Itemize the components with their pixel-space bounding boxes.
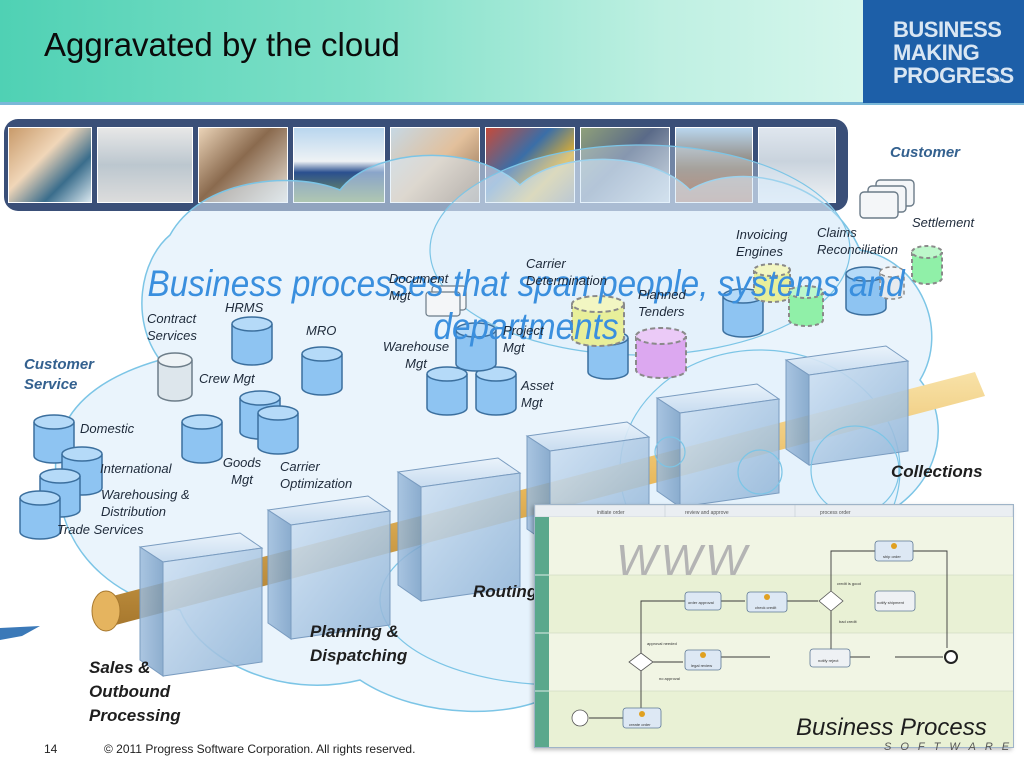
label-domestic: Domestic <box>80 421 135 436</box>
db-trade-services <box>19 490 61 540</box>
cube-6 <box>784 345 910 466</box>
bp-end-event <box>944 650 958 664</box>
label-asset-mgt: Asset Mgt <box>521 378 554 410</box>
header-divider <box>0 102 1024 105</box>
brand-logo: BUSINESS MAKING PROGRESS TM <box>863 0 1024 103</box>
bp-gateway-approval <box>628 652 654 672</box>
label-carrier-optimization: Carrier Optimization <box>280 459 353 491</box>
brand-trademark: TM <box>993 78 1002 84</box>
photo-software-screen <box>97 127 193 203</box>
photo-call-center-agent <box>8 127 92 203</box>
db-asset-mgt <box>475 366 517 416</box>
bp-node-create-order <box>622 707 662 729</box>
document-stack-icon <box>859 179 915 219</box>
db-planned-tenders <box>635 327 687 379</box>
db-settlement <box>911 245 943 285</box>
system-databases <box>19 245 943 540</box>
label-warehousing-distribution: Warehousing & Distribution <box>101 487 190 519</box>
bp-gateway-credit <box>818 590 844 612</box>
bp-start-event <box>571 709 589 727</box>
bp-node-ship-order <box>874 540 914 562</box>
label-invoicing-engines: Invoicing Engines <box>736 227 788 259</box>
slide-title: Aggravated by the cloud <box>44 26 400 63</box>
label-customer: Customer <box>890 144 961 161</box>
stage-collections: Collections <box>891 462 983 481</box>
software-wordmark: SOFTWARE <box>884 741 1019 753</box>
bp-label-credit-good: credit is good <box>837 581 861 586</box>
label-carrier-determination: Carrier Determination <box>526 256 607 288</box>
bp-label-notify-reject: notify reject <box>818 658 839 663</box>
db-crew-mgt-2 <box>257 405 299 455</box>
bp-label-bad-credit: bad credit <box>839 619 857 624</box>
document-mgt-icon <box>425 285 467 317</box>
label-planned-tenders: Planned Tenders <box>638 287 686 319</box>
label-project-mgt: Project Mgt <box>503 323 544 355</box>
label-hrms: HRMS <box>225 300 264 315</box>
brand-line-1: BUSINESS <box>893 17 1002 42</box>
bp-node-legal-review <box>684 649 722 671</box>
bp-node-order-approval <box>684 591 722 611</box>
stage-planning-dispatching: Planning & Dispatching <box>310 622 408 665</box>
bp-label-notify-shipment: notify shipment <box>877 600 905 605</box>
bp-node-notify-reject <box>809 648 851 668</box>
business-process-caption: Business Process <box>796 714 987 741</box>
stage-routing: Routing <box>473 582 538 601</box>
cube-3 <box>396 457 522 602</box>
label-contract-services: Contract Services <box>147 311 197 343</box>
bp-node-notify-shipment <box>874 590 916 612</box>
bp-label-no-approval: no approval <box>659 676 680 681</box>
db-contract-services <box>157 352 193 402</box>
bp-label-create-order: create order <box>629 722 651 727</box>
bp-label-check-credit: check credit <box>755 605 777 610</box>
label-settlement: Settlement <box>912 215 975 230</box>
label-crew-mgt: Crew Mgt <box>199 371 255 386</box>
bp-label-ship-order: ship order <box>883 554 901 559</box>
label-customer-service: Customer Service <box>24 356 95 393</box>
headline: Business processes that span people, sys… <box>147 263 905 347</box>
bp-label-approval-needed: approval needed <box>647 641 677 646</box>
left-edge-arrow <box>0 626 40 640</box>
slide-header <box>0 0 1024 103</box>
bp-col-review: review and approve <box>685 510 729 516</box>
stage-sales-outbound: Sales & Outbound Processing <box>89 658 181 725</box>
label-mro: MRO <box>306 323 337 338</box>
bp-col-process: process order <box>820 510 851 516</box>
brand-line-2: MAKING <box>893 40 980 65</box>
db-carrier-determination <box>571 295 625 347</box>
label-claims-reconciliation: Claims Reconciliation <box>817 225 898 257</box>
brand-line-3: PROGRESS <box>893 63 1014 88</box>
label-trade-services: Trade Services <box>57 522 144 537</box>
db-warehouse-mgt <box>426 366 468 416</box>
cube-5 <box>655 383 781 508</box>
bp-label-order-approval: order approval <box>688 600 714 605</box>
cube-2 <box>266 495 392 640</box>
www-watermark: WWW <box>616 536 750 585</box>
db-goods <box>181 414 223 464</box>
label-document-mgt: Document Mgt <box>389 271 449 303</box>
db-mro <box>301 346 343 396</box>
label-goods-mgt: Goods Mgt <box>222 455 262 487</box>
label-international: International <box>100 461 172 476</box>
bpmn-diagram: initiate order review and approve proces… <box>534 504 1014 747</box>
bp-col-initiate: initiate order <box>597 510 625 516</box>
bp-label-legal-review: legal review <box>691 663 712 668</box>
db-settlement-grey <box>879 266 905 300</box>
business-process-diagram: initiate order review and approve proces… <box>534 504 1014 748</box>
db-claims-pending <box>788 285 824 327</box>
copyright-notice: © 2011 Progress Software Corporation. Al… <box>104 742 416 756</box>
bp-node-check-credit <box>746 591 788 613</box>
label-warehouse-mgt: Warehouse Mgt <box>382 339 450 371</box>
cube-1 <box>138 532 264 677</box>
page-number: 14 <box>44 742 58 756</box>
